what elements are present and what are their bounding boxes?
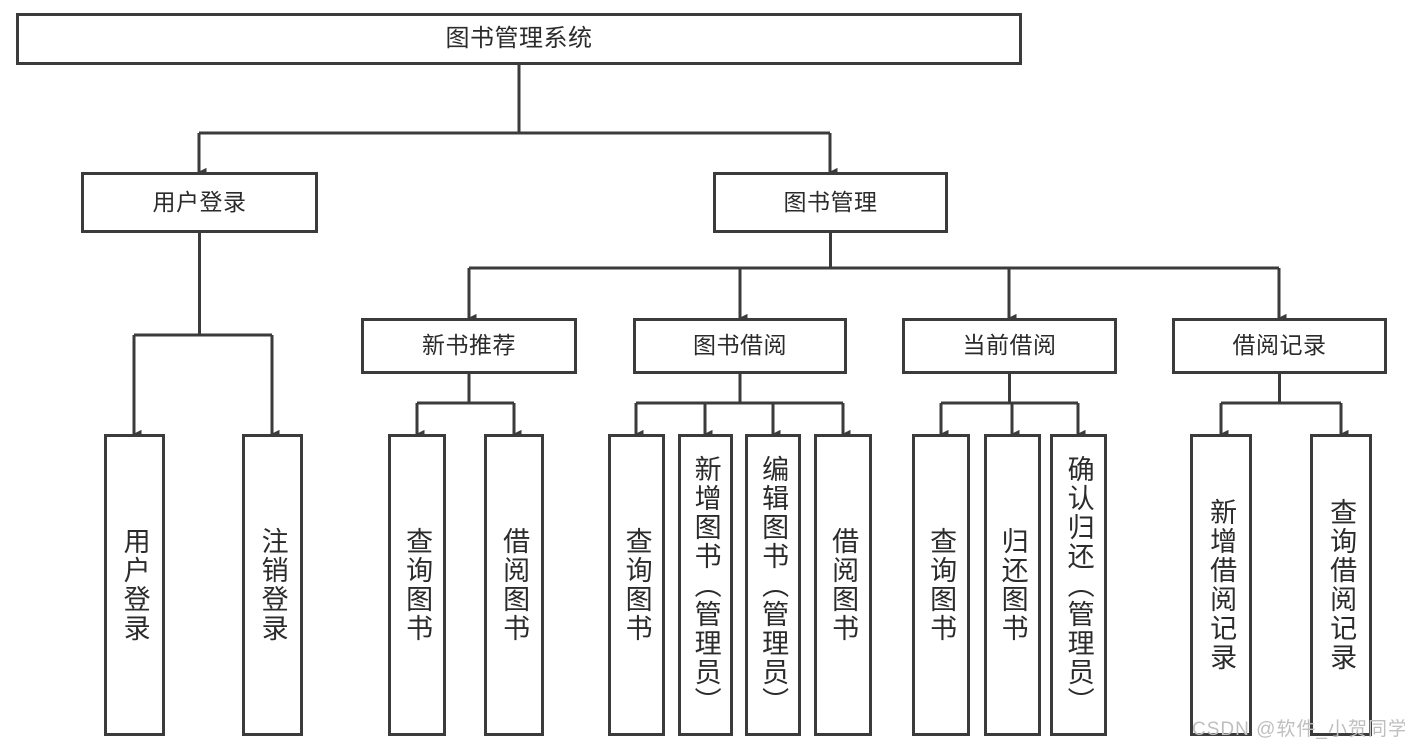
node-borrow-2[interactable]: 新增图书（管理员） (678, 434, 733, 736)
node-records-2[interactable]: 查询借阅记录 (1310, 434, 1372, 736)
node-label: 用户登录 (119, 527, 150, 643)
node-label: 借阅图书 (828, 527, 859, 643)
node-label: 图书管理 (783, 188, 878, 215)
node-label: 图书借阅 (693, 332, 787, 359)
node-label: 查询图书 (926, 527, 957, 643)
node-records-1[interactable]: 新增借阅记录 (1190, 434, 1252, 736)
node-borrow[interactable]: 图书借阅 (633, 318, 847, 374)
node-label: 新增图书（管理员） (690, 454, 721, 716)
node-borrow-4[interactable]: 借阅图书 (814, 434, 872, 736)
node-borrow-1[interactable]: 查询图书 (608, 434, 665, 736)
node-label: 查询图书 (402, 527, 433, 643)
node-newbook-2[interactable]: 借阅图书 (484, 434, 544, 736)
node-current[interactable]: 当前借阅 (902, 318, 1117, 374)
node-label: 用户登录 (152, 188, 247, 215)
csdn-watermark: CSDN @软件_小贺同学 (1192, 719, 1405, 740)
node-label: 查询图书 (621, 527, 652, 643)
node-label: 新增借阅记录 (1206, 498, 1237, 672)
node-label: 查询借阅记录 (1326, 498, 1357, 672)
node-label: 当前借阅 (962, 332, 1057, 359)
node-label: 确认归还（管理员） (1063, 454, 1094, 716)
node-label: 图书管理系统 (445, 24, 593, 52)
node-records[interactable]: 借阅记录 (1172, 318, 1387, 374)
node-borrow-3[interactable]: 编辑图书（管理员） (745, 434, 801, 736)
node-bookmgmt[interactable]: 图书管理 (713, 172, 948, 233)
node-current-1[interactable]: 查询图书 (912, 434, 970, 736)
node-label: 借阅记录 (1232, 332, 1327, 359)
node-label: 借阅图书 (499, 527, 530, 643)
node-current-2[interactable]: 归还图书 (984, 434, 1041, 736)
node-login-1[interactable]: 用户登录 (104, 434, 165, 736)
node-newbook[interactable]: 新书推荐 (361, 318, 577, 374)
node-login[interactable]: 用户登录 (81, 172, 318, 233)
node-label: 注销登录 (257, 527, 288, 643)
node-login-2[interactable]: 注销登录 (242, 434, 303, 736)
node-current-3[interactable]: 确认归还（管理员） (1050, 434, 1107, 736)
node-label: 归还图书 (997, 527, 1028, 643)
node-label: 新书推荐 (422, 332, 516, 359)
node-newbook-1[interactable]: 查询图书 (388, 434, 446, 736)
node-root[interactable]: 图书管理系统 (16, 13, 1022, 65)
node-label: 编辑图书（管理员） (758, 454, 789, 716)
